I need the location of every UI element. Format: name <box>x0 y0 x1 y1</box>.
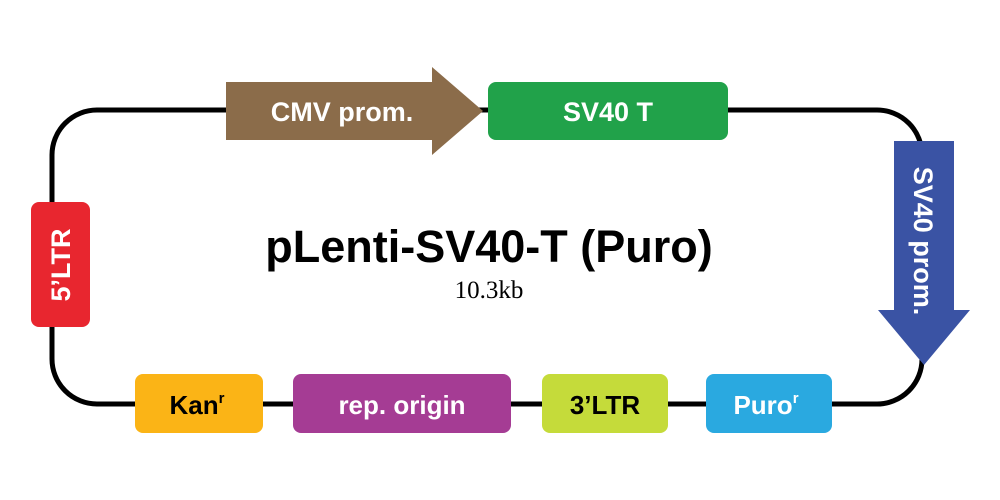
feature-sv40-t: SV40 T <box>488 82 728 140</box>
feature-5-ltr: 5’LTR <box>31 202 90 327</box>
sv40-t-box <box>488 82 728 140</box>
ltr3-box <box>542 374 668 433</box>
puro-label: Puror <box>733 390 798 420</box>
puro-label-superscript: r <box>793 390 799 407</box>
feature-sv40-promoter: SV40 prom. <box>878 141 970 365</box>
sv40-promoter-label: SV40 prom. <box>908 167 938 316</box>
feature-rep-origin: rep. origin <box>293 374 511 433</box>
feature-3-ltr: 3’LTR <box>542 374 668 433</box>
kan-box <box>135 374 263 433</box>
cmv-promoter-arrow <box>226 67 483 155</box>
cmv-promoter-label: CMV prom. <box>271 97 414 127</box>
plasmid-name: pLenti-SV40-T (Puro) <box>265 221 713 272</box>
ltr5-box <box>31 202 90 327</box>
kan-label-superscript: r <box>219 390 225 407</box>
ltr5-label: 5’LTR <box>46 229 76 302</box>
ltr3-label: 3’LTR <box>570 390 641 420</box>
rep-origin-box <box>293 374 511 433</box>
plasmid-size: 10.3kb <box>455 277 524 304</box>
puro-label-main: Puro <box>733 390 792 420</box>
sv40-t-label: SV40 T <box>563 97 654 127</box>
kan-label-main: Kan <box>170 390 219 420</box>
puro-box <box>706 374 832 433</box>
rep-origin-label: rep. origin <box>338 390 465 420</box>
kan-label: Kanr <box>170 390 225 420</box>
feature-cmv-promoter: CMV prom. <box>226 67 483 155</box>
sv40-promoter-arrow <box>878 141 970 365</box>
feature-puro-resistance: Puror <box>706 374 832 433</box>
feature-kan-resistance: Kanr <box>135 374 263 433</box>
